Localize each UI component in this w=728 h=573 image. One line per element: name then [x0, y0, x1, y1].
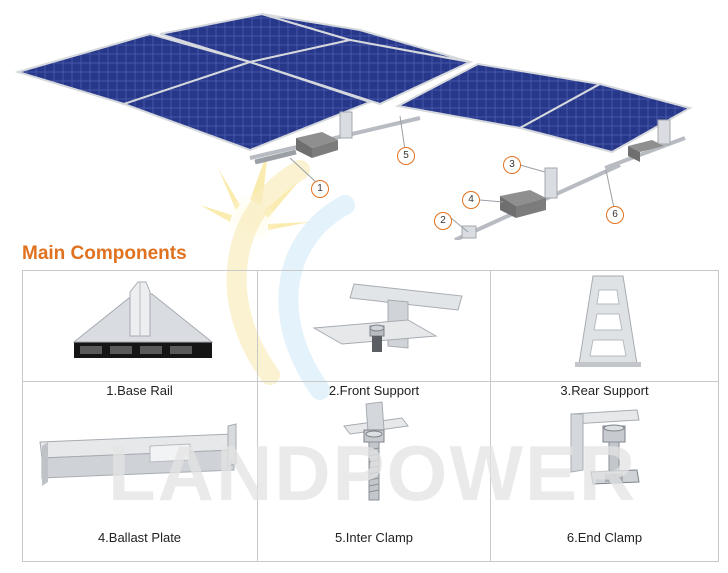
solar-panel: [246, 38, 474, 106]
callout-4: 4: [462, 191, 480, 209]
end-clamp-icon: [570, 409, 640, 485]
caption-front-support: 2.Front Support: [328, 383, 420, 398]
caption-end-clamp: 6.End Clamp: [566, 530, 643, 545]
section-title: Main Components: [22, 243, 187, 264]
caption-rear-support: 3.Rear Support: [560, 383, 649, 398]
components-grid: 1.Base Rail 2.Front Support 3.Rear Supp: [22, 270, 719, 562]
caption-base-rail: 1.Base Rail: [106, 383, 173, 398]
component-cell-base-rail: 1.Base Rail: [22, 270, 258, 398]
component-cell-end-clamp: 6.End Clamp: [491, 382, 719, 562]
ballast-plate-icon: [39, 423, 237, 486]
callout-3: 3: [503, 156, 521, 174]
callout-5: 5: [397, 147, 415, 165]
component-cell-ballast-plate: 4.Ballast Plate: [22, 382, 258, 562]
component-cell-rear-support: 3.Rear Support: [491, 270, 719, 398]
component-cell-inter-clamp: 5.Inter Clamp: [258, 382, 491, 562]
solar-array-illustration: [14, 12, 693, 240]
caption-inter-clamp: 5.Inter Clamp: [334, 530, 414, 545]
front-support-icon: [312, 283, 463, 352]
solar-panel: [120, 60, 373, 152]
inter-clamp-icon: [343, 401, 409, 501]
callout-1: 1: [311, 180, 329, 198]
rear-support-icon: [575, 275, 641, 367]
base-rail-icon: [72, 281, 214, 358]
component-cell-front-support: 2.Front Support: [258, 270, 491, 398]
callout-6: 6: [606, 206, 624, 224]
watermark-logo: LANDPOWER: [108, 429, 638, 517]
solar-panel: [517, 82, 693, 154]
caption-ballast-plate: 4.Ballast Plate: [97, 530, 182, 545]
callout-2: 2: [434, 212, 452, 230]
